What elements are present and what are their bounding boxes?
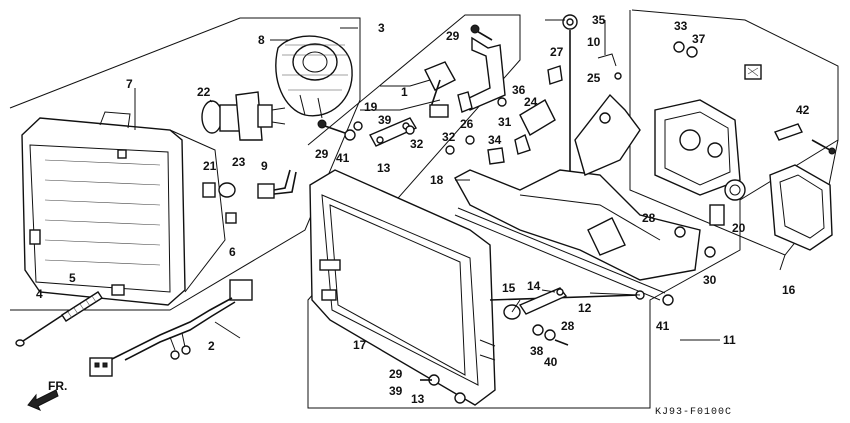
label-14: 14: [527, 279, 541, 293]
label-38: 38: [530, 344, 544, 358]
label-1: 1: [401, 85, 408, 99]
lower-link: [503, 287, 569, 346]
label-25: 25: [587, 71, 601, 85]
label-18: 18: [430, 173, 444, 187]
headlight-unit: [21, 111, 226, 306]
label-4: 4: [36, 287, 43, 301]
label-27: 27: [550, 45, 564, 59]
diagram-code: KJ93-F0100C: [655, 407, 732, 418]
washers-top-right: [597, 41, 698, 80]
label-37: 37: [692, 32, 706, 46]
label-11: 11: [723, 333, 736, 347]
label-41-left: 41: [336, 151, 350, 165]
label-35: 35: [592, 13, 606, 27]
label-21: 21: [203, 159, 217, 173]
label-26: 26: [460, 117, 474, 131]
fasteners-left: [317, 24, 493, 155]
upper-bracket: [369, 36, 506, 147]
socket-cover: [275, 35, 353, 119]
label-13-bottom: 13: [411, 392, 425, 406]
label-28-lower: 28: [561, 319, 575, 333]
label-29-bottom: 29: [389, 367, 403, 381]
label-7: 7: [126, 77, 133, 91]
label-36: 36: [512, 83, 526, 97]
label-32-left: 32: [410, 137, 424, 151]
actuator-cover: [769, 123, 836, 251]
label-13-top: 13: [377, 161, 391, 175]
label-31: 31: [498, 115, 512, 129]
label-41-right: 41: [656, 319, 670, 333]
adjust-screw-spring: [15, 291, 103, 347]
bulb-h4: [201, 91, 286, 141]
label-16: 16: [782, 283, 796, 297]
label-29-mid: 29: [315, 147, 329, 161]
label-39-bottom: 39: [389, 384, 403, 398]
label-33: 33: [674, 19, 688, 33]
label-23: 23: [232, 155, 246, 169]
wire-harness: [89, 279, 253, 377]
label-42: 42: [796, 103, 810, 117]
label-20: 20: [732, 221, 746, 235]
headlight-case: [309, 169, 496, 406]
label-5: 5: [69, 271, 76, 285]
label-19: 19: [364, 100, 378, 114]
leader-lines: [134, 19, 786, 341]
label-28-right: 28: [642, 211, 656, 225]
label-24: 24: [524, 95, 538, 109]
label-12: 12: [578, 301, 592, 315]
fasteners-right: [420, 226, 716, 404]
part-number-labels: 7 8 3 22 21 23 9 6 5 4 2 FR. 29 1 19 39 …: [36, 13, 810, 418]
label-39-top: 39: [378, 113, 392, 127]
label-34: 34: [488, 133, 502, 147]
label-29-top: 29: [446, 29, 460, 43]
mounting-stay: [454, 93, 701, 301]
label-9: 9: [261, 159, 268, 173]
label-30: 30: [703, 273, 717, 287]
front-label: FR.: [48, 379, 67, 393]
label-10: 10: [587, 35, 601, 49]
label-17: 17: [353, 338, 367, 352]
label-32-mid: 32: [442, 130, 456, 144]
label-3: 3: [378, 21, 385, 35]
center-brackets: [465, 14, 578, 180]
label-22: 22: [197, 85, 211, 99]
label-15: 15: [502, 281, 516, 295]
label-8: 8: [258, 33, 265, 47]
position-lamp-parts: [202, 169, 297, 224]
label-2: 2: [208, 339, 215, 353]
front-arrow: [27, 389, 59, 411]
label-6: 6: [229, 245, 236, 259]
label-40: 40: [544, 355, 558, 369]
actuator-motor: [654, 64, 762, 226]
